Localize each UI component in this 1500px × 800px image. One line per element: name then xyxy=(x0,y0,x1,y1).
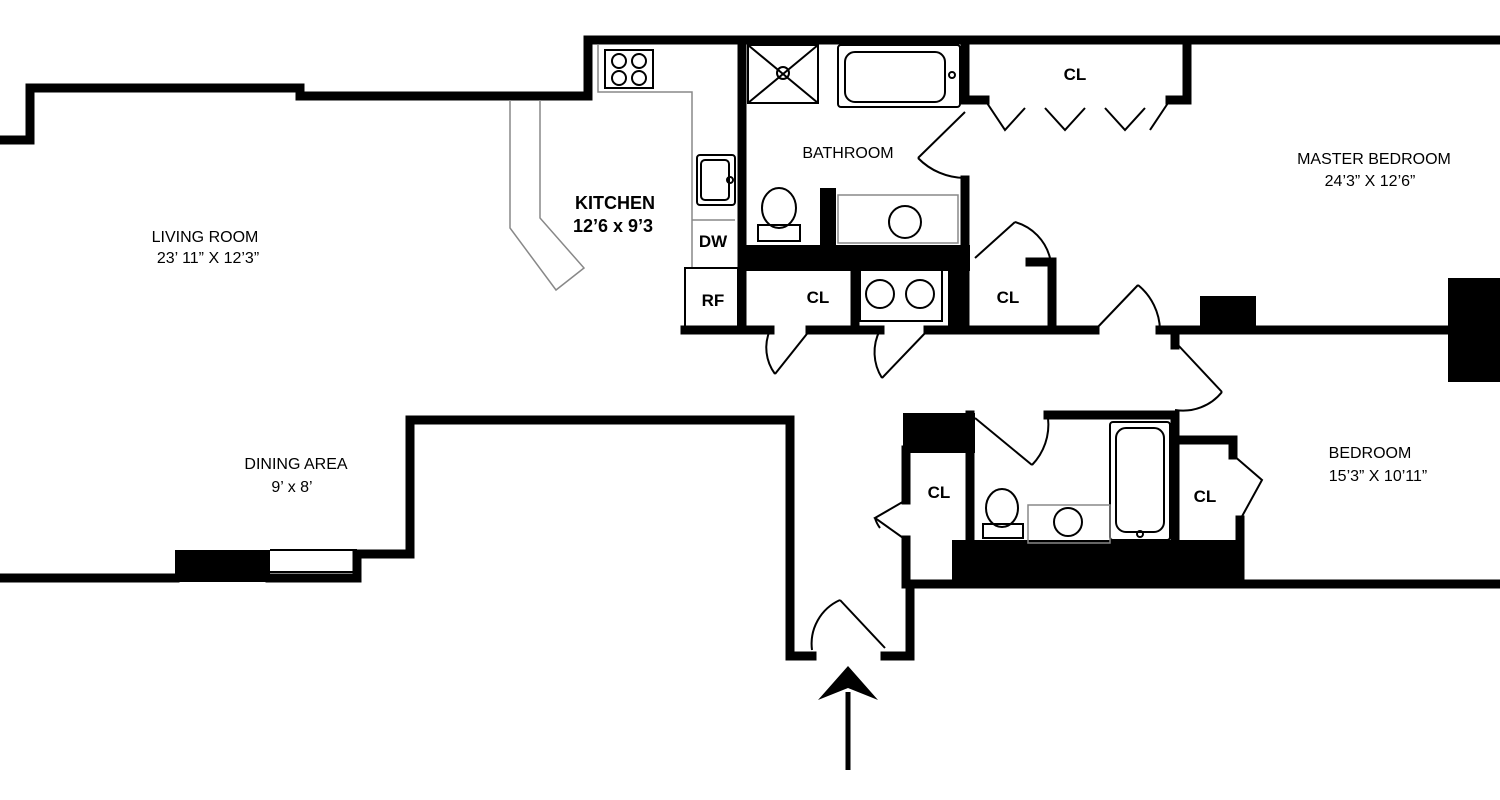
dishwasher-label: DW xyxy=(699,232,728,251)
closet-label: CL xyxy=(997,288,1020,307)
fixture-labels: DW RF CL CL CL CL CL xyxy=(699,65,1217,506)
closet-label: CL xyxy=(928,483,951,502)
bathtub-icon xyxy=(837,44,961,108)
kitchen-name: KITCHEN xyxy=(575,193,655,213)
doors xyxy=(765,99,1264,651)
bathtub-icon xyxy=(1109,421,1171,541)
washer-dryer-icon xyxy=(859,264,943,322)
dining-area-name: DINING AREA xyxy=(244,456,347,473)
closet-label: CL xyxy=(1064,65,1087,84)
entry-arrow-icon xyxy=(818,666,878,770)
windows xyxy=(270,549,357,573)
kitchen-counters xyxy=(509,45,739,331)
interior-walls xyxy=(737,35,1245,589)
toilet-icon xyxy=(757,187,801,242)
sink-icon xyxy=(837,194,959,244)
solid-masses xyxy=(175,188,1500,584)
kitchen-sink-icon xyxy=(696,154,736,206)
master-bedroom-dims: 24’3” X 12’6” xyxy=(1325,173,1416,190)
refrigerator-label: RF xyxy=(702,291,725,310)
living-room-dims: 23’ 11” X 12’3” xyxy=(157,250,259,267)
living-room-name: LIVING ROOM xyxy=(152,229,259,246)
closet-label: CL xyxy=(807,288,830,307)
kitchen-dims: 12’6 x 9’3 xyxy=(573,216,653,236)
stove-icon xyxy=(604,49,654,89)
shower-icon xyxy=(747,44,819,104)
master-bedroom-name: MASTER BEDROOM xyxy=(1297,151,1451,168)
sink-icon xyxy=(1027,504,1111,544)
bathroom-name: BATHROOM xyxy=(802,145,893,162)
bedroom-name: BEDROOM xyxy=(1329,445,1412,462)
dining-area-dims: 9’ x 8’ xyxy=(271,479,312,496)
closet-label: CL xyxy=(1194,487,1217,506)
bedroom-dims: 15’3” X 10’11” xyxy=(1329,468,1427,485)
toilet-icon xyxy=(982,488,1024,539)
room-labels: LIVING ROOM 23’ 11” X 12’3” DINING AREA … xyxy=(152,145,1451,496)
